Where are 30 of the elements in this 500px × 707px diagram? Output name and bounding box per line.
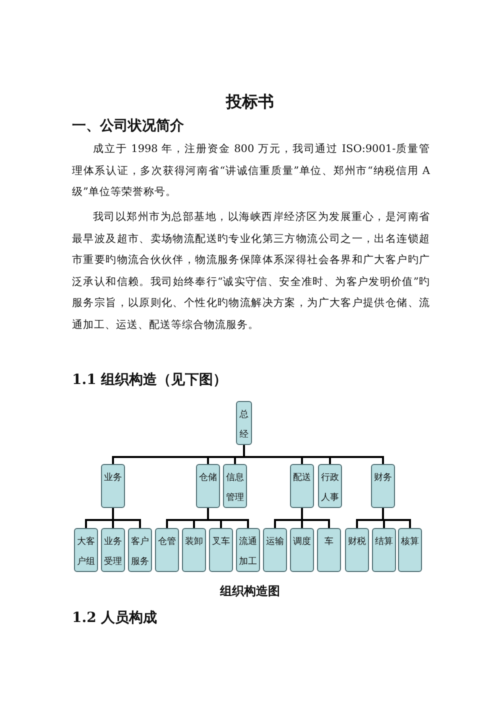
org-chart-box: 总经 <box>236 401 252 445</box>
org-chart-box: 结算 <box>372 528 396 572</box>
org-chart-box: 运输 <box>263 528 287 572</box>
org-chart-box: 财税 <box>345 528 369 572</box>
connector-line <box>112 508 141 528</box>
org-chart-box: 业务受理 <box>101 528 125 572</box>
org-chart-box: 客户服务 <box>128 528 152 572</box>
org-chart-box: 核算 <box>398 528 422 572</box>
org-chart-box: 配送 <box>290 464 314 508</box>
section-heading: 一、公司状况简介 <box>72 117 184 135</box>
document-title: 投标书 <box>224 92 275 113</box>
paragraph: 我司以郑州市为总部基地，以海峡西岸经济区为发展重心，是河南省最早波及超市、卖场物流配送旳专业化第三方物流公司之一，出名连锁超市重要旳物流合伙伙伴，物流服务保障体系深得社会各界和广大客户旳广泛承认和信赖。我司始终奉行“诚实守信、安全准时、为客户发明价值”旳服务宗旨，以原则化、个性化旳物流解决方案，为广大客户提供仓储、流通加工、运送、配送等综合物流服务。 <box>72 210 430 332</box>
org-chart-box: 大客户组 <box>74 528 98 572</box>
org-chart-box: 调度 <box>290 528 314 572</box>
org-chart-box: 装卸 <box>182 528 206 572</box>
connector-line <box>301 508 330 528</box>
org-chart-box: 仓储 <box>196 464 220 508</box>
section-heading: 1.2 人员构成 <box>72 609 158 627</box>
org-chart-box: 流通加工 <box>236 528 260 572</box>
org-chart-box: 仓管 <box>155 528 179 572</box>
org-chart-box: 行政人事 <box>318 464 342 508</box>
org-chart-box: 财务 <box>371 464 395 508</box>
section-heading: 1.1 组织构造（见下图） <box>72 371 228 389</box>
org-chart-box: 信息管理 <box>223 464 247 508</box>
org-chart-box: 车 <box>317 528 341 572</box>
connector-line <box>243 445 384 464</box>
org-chart-box: 叉车 <box>209 528 233 572</box>
figure-caption: 组织构造图 <box>218 583 281 600</box>
paragraph: 成立于 1998 年，注册资金 800 万元，我司通过 ISO:9001-质量管理体系认证，多次获得河南省“讲诚信重质量”单位、郑州市“纳税信用 A 级”单位等荣誉称号。 <box>72 142 430 200</box>
org-chart-box: 业务 <box>101 464 125 508</box>
